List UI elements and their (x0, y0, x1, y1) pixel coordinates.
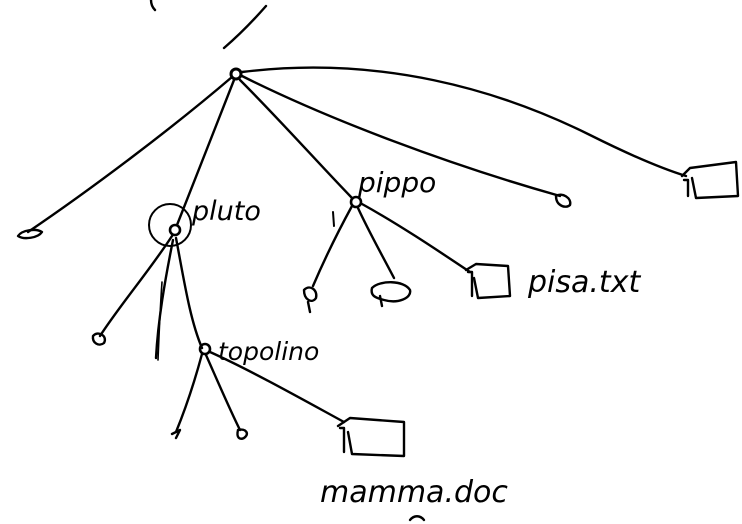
pluto-label: pluto (191, 196, 261, 227)
edge-root-left-leaf (26, 75, 234, 234)
edge-pluto-topolino (174, 236, 204, 350)
leaf-left-node (16, 228, 44, 240)
edge-pluto-left-leaf (98, 234, 174, 338)
topolino-label: topolino (218, 337, 319, 366)
edge-pippo-mid (356, 206, 396, 280)
file-mamma-icon (336, 416, 406, 458)
edge-topolino-leaf-1 (174, 352, 204, 434)
leaf-topolino-2-node (236, 428, 249, 440)
leaf-topolino-1-node (170, 428, 182, 440)
top-fragment-mark (149, 0, 157, 12)
pippo-label: pippo (357, 166, 436, 199)
edge-topolino-leaf-2 (204, 353, 242, 432)
edge-pippo-file (360, 202, 472, 274)
file-root-right-icon (680, 160, 740, 200)
leaf-pippo-mid-node (370, 281, 412, 308)
bottom-fragment-mark (408, 515, 426, 522)
mamma-label: mamma.doc (320, 475, 508, 510)
leaf-pluto-left-node (91, 332, 107, 346)
edge-root-mid-leaf (240, 74, 562, 198)
leaf-root-mid-node (554, 193, 572, 208)
topolino-node (198, 342, 212, 356)
pippo-node (349, 195, 363, 209)
pluto-node (168, 223, 182, 237)
pluto-circle (148, 203, 192, 247)
file-pisa-icon (464, 262, 512, 300)
edge-topolino-file (208, 350, 346, 424)
file-pisa-cursor (466, 270, 474, 298)
edge-pluto-middle (154, 238, 175, 360)
edge-pippo-left-leaf (311, 204, 354, 288)
edge-root-pippo (238, 78, 354, 200)
edge-root-right-file (240, 66, 688, 178)
edge-pippo-left-leaf-tick (332, 211, 335, 227)
leaf-pippo-left-node (302, 286, 318, 314)
file-mamma-cursor (338, 426, 346, 454)
file-root-right-cursor (682, 178, 690, 198)
pisa-label: pisa.txt (527, 265, 641, 300)
edge-pluto-middle-2 (157, 281, 163, 361)
root-node (229, 67, 243, 81)
root-incoming-edge (222, 4, 268, 50)
